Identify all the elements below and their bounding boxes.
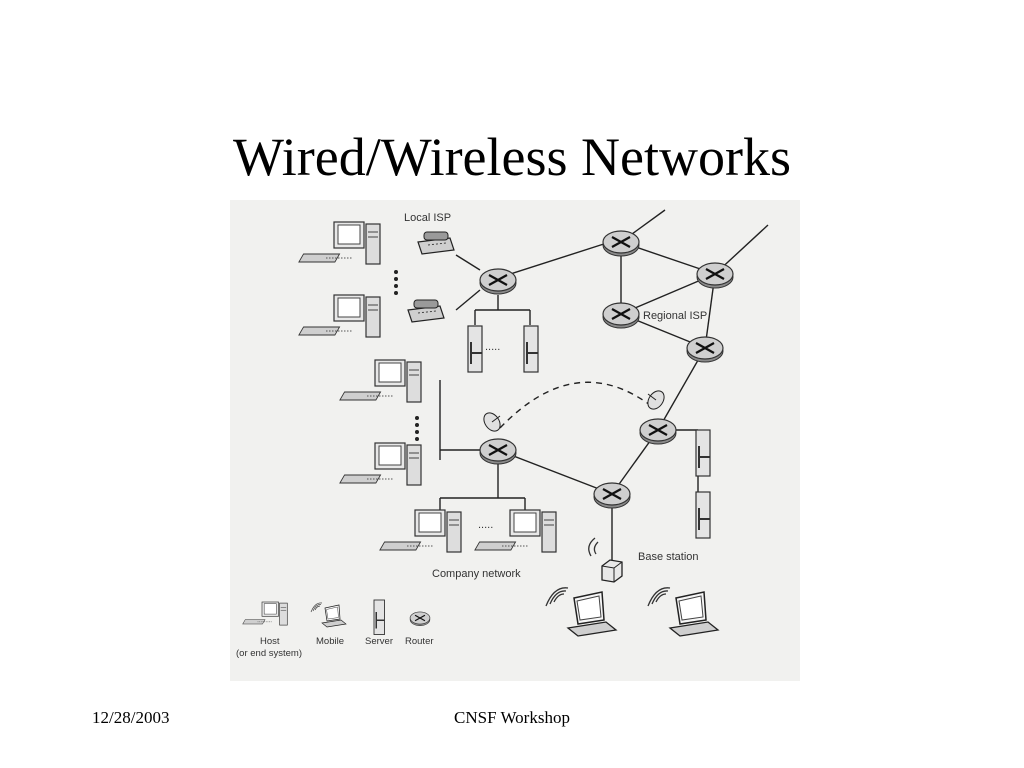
legend-mobile-label: Mobile <box>316 636 344 647</box>
router-regional-lower <box>685 335 725 364</box>
router-top <box>601 229 641 258</box>
server-wan-2 <box>695 491 711 539</box>
label-company-network: Company network <box>432 568 521 580</box>
router-regional-isp <box>601 301 641 330</box>
legend-host-label: Host <box>260 636 280 647</box>
label-regional-isp: Regional ISP <box>643 310 707 322</box>
modem-phone-1 <box>417 231 455 255</box>
mobile-laptop-1 <box>545 587 617 637</box>
host-company-3 <box>379 509 462 553</box>
legend-router-icon <box>409 611 431 627</box>
footer-center-text: CNSF Workshop <box>454 708 570 727</box>
network-diagram: ..... ..... Local ISP Regional ISP Compa… <box>230 200 800 681</box>
server-local-2 <box>523 325 539 373</box>
legend-server-label: Server <box>365 636 393 647</box>
server-wan-1 <box>695 429 711 477</box>
host-local-1 <box>298 221 381 265</box>
router-wan <box>638 417 678 446</box>
router-company <box>478 437 518 466</box>
legend-server-icon <box>373 599 386 636</box>
footer-date: 12/28/2003 <box>92 708 170 727</box>
server-ellipsis: ..... <box>485 341 500 353</box>
legend: Host (or end system) Mobile Server Route… <box>236 599 434 659</box>
legend-router-label: Router <box>405 636 434 647</box>
legend-mobile-icon <box>310 602 347 628</box>
host-company-2 <box>339 442 422 486</box>
host-ellipsis-company <box>415 416 419 441</box>
host-local-2 <box>298 294 381 338</box>
host-ellipsis-local <box>394 270 398 295</box>
router-right <box>695 261 735 290</box>
label-base-station: Base station <box>638 551 699 563</box>
label-local-isp: Local ISP <box>404 212 451 224</box>
host-company-4 <box>474 509 557 553</box>
legend-host-icon <box>242 601 288 626</box>
mobile-laptop-2 <box>647 587 719 637</box>
network-links <box>439 209 769 560</box>
router-local-isp <box>478 267 518 296</box>
host-company-1 <box>339 359 422 403</box>
slide-title: Wired/Wireless Networks <box>233 127 791 187</box>
company-host-ellipsis: ..... <box>478 519 493 531</box>
base-station <box>588 537 623 583</box>
legend-host-sublabel: (or end system) <box>236 648 302 659</box>
server-local-1 <box>467 325 483 373</box>
satellite-dish-right <box>647 390 665 410</box>
satellite-dish-left <box>483 412 501 432</box>
modem-phone-2 <box>407 299 445 323</box>
router-base-station <box>592 481 632 510</box>
